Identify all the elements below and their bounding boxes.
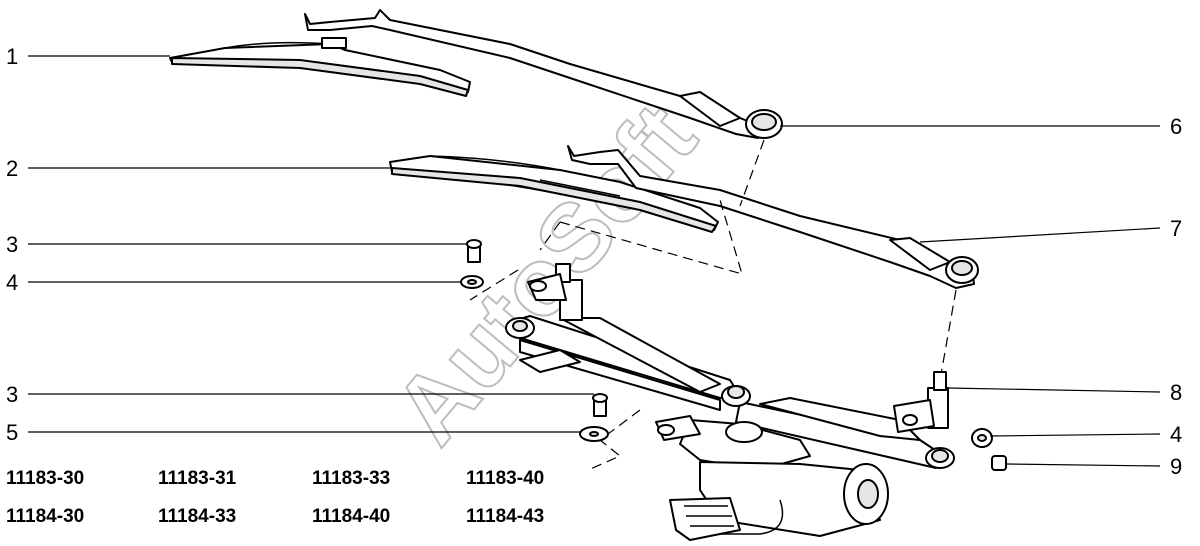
alignment-lines [469, 139, 957, 471]
callout-1: 1 [6, 44, 18, 69]
wiper-arm-lower [567, 145, 979, 289]
callout-9: 9 [1170, 454, 1182, 479]
model-code-r2-c3: 11184-40 [312, 506, 390, 527]
model-code-r2-c2: 11184-33 [158, 506, 236, 527]
nut-9 [991, 455, 1007, 471]
leader-lines [28, 55, 1161, 467]
wiper-blade-lower [389, 155, 719, 233]
callout-7: 7 [1170, 216, 1182, 241]
callout-6: 6 [1170, 114, 1182, 139]
model-code-r2-c1: 11184-30 [6, 506, 84, 527]
callout-5: 5 [6, 420, 18, 445]
wiper-blade-upper [169, 37, 471, 97]
callout-3-upper: 3 [6, 232, 18, 257]
hardware [460, 239, 1007, 471]
model-code-r1-c1: 11183-30 [6, 468, 84, 489]
model-code-r1-c4: 11183-40 [466, 468, 544, 489]
callout-8: 8 [1170, 380, 1182, 405]
watermark: AutoSoft [373, 83, 717, 464]
callout-3-lower: 3 [6, 382, 18, 407]
model-code-r2-c4: 11184-43 [466, 506, 544, 527]
wiper-linkage [505, 263, 955, 469]
callouts-left: 1 2 3 4 3 5 [6, 44, 18, 445]
callouts-right: 6 7 8 4 9 [1170, 114, 1182, 479]
watermark-text: AutoSoft [374, 84, 716, 463]
wiper-motor [655, 415, 889, 541]
model-codes: 11183-30 11183-31 11183-33 11183-40 1118… [6, 468, 544, 527]
model-code-r1-c2: 11183-31 [158, 468, 237, 489]
callout-2: 2 [6, 156, 18, 181]
wiper-arm-upper [304, 9, 783, 139]
callout-4-left: 4 [6, 270, 18, 295]
callout-4-right: 4 [1170, 422, 1182, 447]
model-code-r1-c3: 11183-33 [312, 468, 390, 489]
